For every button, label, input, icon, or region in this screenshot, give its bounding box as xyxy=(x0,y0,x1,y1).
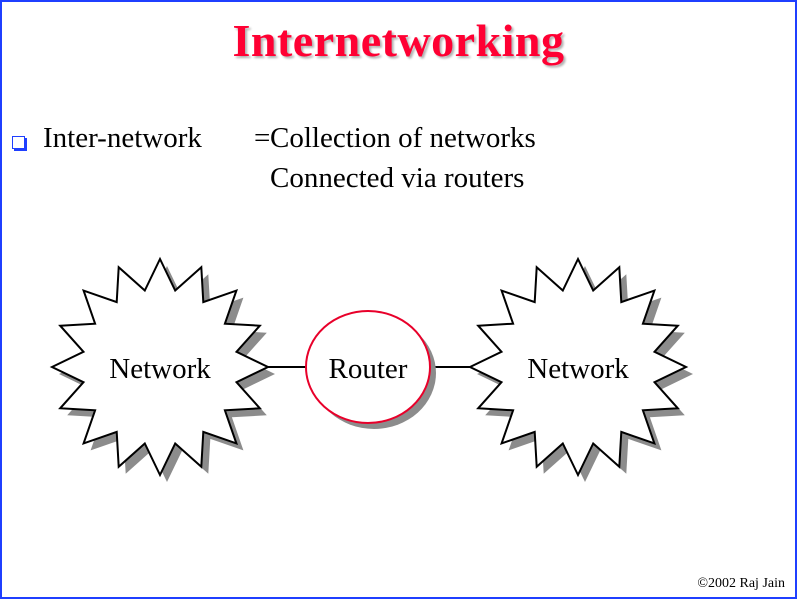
network-left-label: Network xyxy=(109,353,211,385)
bullet-separator: = xyxy=(254,122,271,154)
bullet-definition-line-1: Collection of networks xyxy=(270,122,536,154)
network-right-label: Network xyxy=(527,353,629,385)
network-right-starburst xyxy=(467,256,689,478)
square-bullet-icon xyxy=(12,136,25,149)
network-left-starburst xyxy=(49,256,271,478)
slide-title: Internetworking xyxy=(232,15,565,66)
node-router: Router xyxy=(305,310,436,429)
node-network-left: Network xyxy=(49,256,275,482)
router-label: Router xyxy=(329,353,408,385)
bullet-term: Inter-network xyxy=(43,122,202,154)
router-ellipse xyxy=(305,310,431,424)
copyright-footer: ©2002 Raj Jain xyxy=(697,576,785,591)
bullet-definition-line-2: Connected via routers xyxy=(270,162,525,194)
node-network-right: Network xyxy=(467,256,693,482)
